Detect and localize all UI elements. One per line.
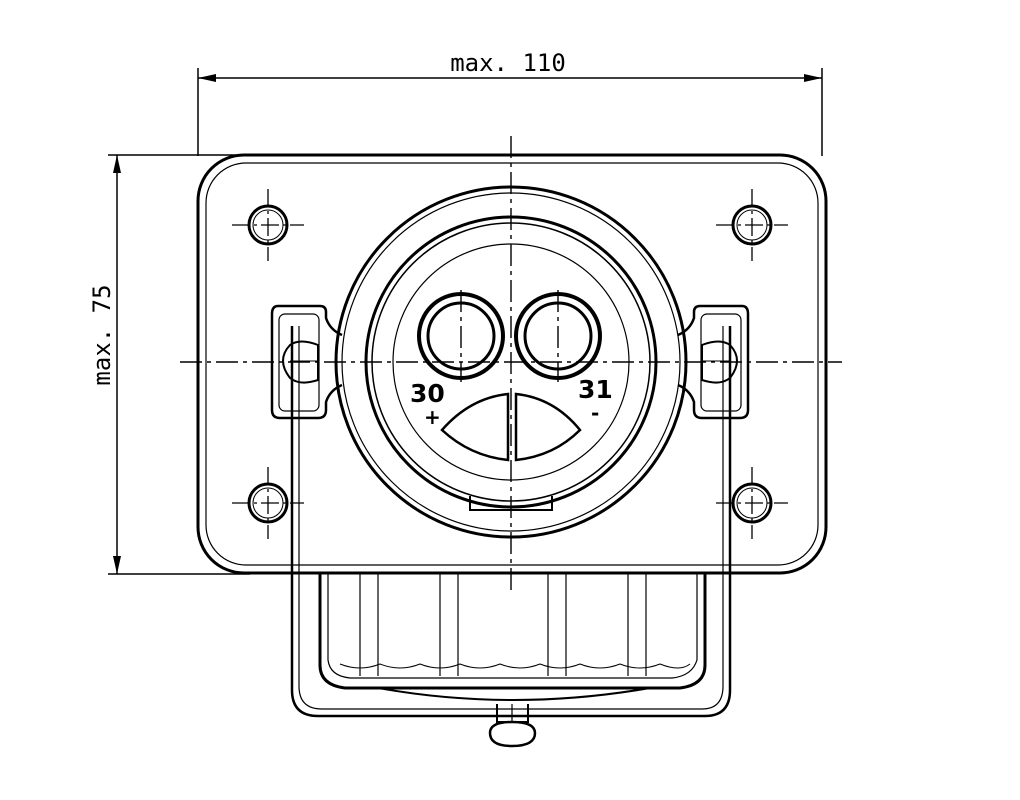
pin-label-30: 30 [410, 379, 445, 408]
height-dimension [108, 154, 250, 575]
bottom-screw-knob [488, 704, 537, 748]
width-dimension-label: max. 110 [450, 49, 566, 77]
center-lines [180, 136, 842, 592]
lid-spring-wire [290, 326, 732, 718]
socket-key-segments [440, 392, 582, 462]
mounting-plate [196, 153, 828, 575]
width-dimension [197, 68, 823, 156]
mounting-hole-top-left [232, 189, 304, 261]
pin-polarity-31: - [591, 401, 599, 425]
socket-housing-bottom [318, 572, 707, 701]
mounting-hole-top-right [716, 189, 788, 261]
mounting-hole-bottom-right [716, 467, 788, 539]
pin-label-31: 31 [578, 375, 613, 404]
pin-polarity-30: + [424, 405, 441, 429]
height-dimension-label: max. 75 [88, 284, 116, 385]
